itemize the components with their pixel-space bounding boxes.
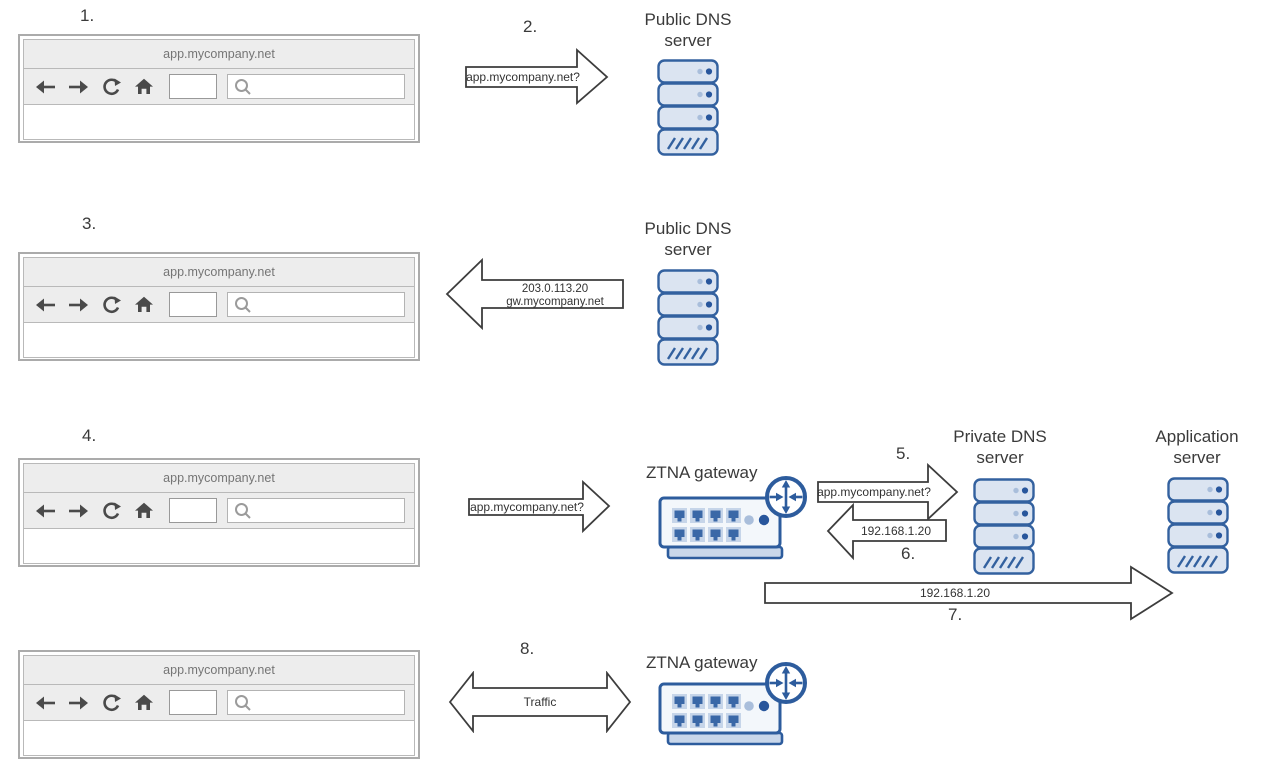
- svg-text:192.168.1.20: 192.168.1.20: [861, 524, 931, 538]
- browser-title-bar: app.mycompany.net: [23, 655, 415, 685]
- status-led: [758, 700, 770, 712]
- browser-small-input[interactable]: [169, 292, 217, 317]
- svg-text:app.mycompany.net?: app.mycompany.net?: [817, 485, 931, 499]
- svg-text:203.0.113.20: 203.0.113.20: [522, 283, 588, 295]
- forward-icon[interactable]: [66, 695, 90, 711]
- search-icon: [235, 296, 251, 313]
- arrow-step4-gateway-query: app.mycompany.net?: [468, 480, 611, 534]
- browser-window-3: app.mycompany.net: [18, 458, 420, 567]
- ethernet-ports: [672, 508, 741, 542]
- browser-toolbar: [23, 685, 415, 721]
- browser-small-input[interactable]: [169, 74, 217, 99]
- step-label-5: 5.: [896, 444, 911, 463]
- search-icon: [235, 78, 251, 95]
- step-label-3: 3.: [82, 214, 97, 233]
- step-label-6: 6.: [901, 544, 916, 563]
- step-label-7: 7.: [948, 605, 963, 624]
- browser-small-input[interactable]: [169, 498, 217, 523]
- browser-content-area: [23, 529, 415, 564]
- svg-text:192.168.1.20: 192.168.1.20: [920, 586, 990, 600]
- browser-window-4: app.mycompany.net: [18, 650, 420, 759]
- switch-icon: [658, 476, 807, 560]
- home-icon[interactable]: [132, 78, 156, 95]
- arrow-step3-dns-reply: 203.0.113.20 gw.mycompany.net: [445, 258, 624, 330]
- browser-title-bar: app.mycompany.net: [23, 39, 415, 69]
- status-led: [758, 514, 770, 526]
- ztna-gateway-title: ZTNA gateway: [646, 463, 758, 482]
- server-icon: [973, 478, 1035, 575]
- reload-icon[interactable]: [99, 693, 123, 712]
- browser-content-area: [23, 323, 415, 358]
- step-label-4: 4.: [82, 426, 97, 445]
- browser-search-input[interactable]: [227, 292, 405, 317]
- back-icon[interactable]: [33, 297, 57, 313]
- browser-title-bar: app.mycompany.net: [23, 463, 415, 493]
- browser-search-input[interactable]: [227, 498, 405, 523]
- forward-icon[interactable]: [66, 79, 90, 95]
- router-icon: [765, 662, 807, 704]
- arrow-step2-dns-query: app.mycompany.net?: [465, 47, 609, 105]
- home-icon[interactable]: [132, 694, 156, 711]
- browser-address-text: app.mycompany.net: [163, 471, 275, 485]
- home-icon[interactable]: [132, 296, 156, 313]
- browser-toolbar: [23, 69, 415, 105]
- svg-text:app.mycompany.net?: app.mycompany.net?: [466, 70, 580, 84]
- search-icon: [235, 694, 251, 711]
- status-led: [744, 701, 754, 711]
- svg-text:Traffic: Traffic: [524, 695, 557, 709]
- search-icon: [235, 502, 251, 519]
- server-icon: [657, 269, 719, 366]
- browser-address-text: app.mycompany.net: [163, 47, 275, 61]
- reload-icon[interactable]: [99, 77, 123, 96]
- step-label-8: 8.: [520, 639, 535, 658]
- ztna-gateway-title: ZTNA gateway: [646, 653, 758, 672]
- ethernet-ports: [672, 694, 741, 728]
- public-dns-server-title: Public DNS server: [644, 10, 732, 50]
- arrow-step8-traffic: Traffic: [448, 671, 632, 733]
- back-icon[interactable]: [33, 503, 57, 519]
- browser-title-bar: app.mycompany.net: [23, 257, 415, 287]
- browser-window-2: app.mycompany.net: [18, 252, 420, 361]
- status-led: [744, 515, 754, 525]
- router-icon: [765, 476, 807, 518]
- arrow-step5-private-dns-query: app.mycompany.net?: [817, 463, 959, 522]
- browser-content-area: [23, 721, 415, 756]
- server-icon: [657, 59, 719, 156]
- arrow-step7-to-app-server: 192.168.1.20: [764, 565, 1174, 621]
- browser-address-text: app.mycompany.net: [163, 265, 275, 279]
- browser-toolbar: [23, 493, 415, 529]
- switch-icon: [658, 662, 807, 746]
- browser-toolbar: [23, 287, 415, 323]
- public-dns-server-title: Public DNS server: [644, 219, 732, 259]
- browser-search-input[interactable]: [227, 74, 405, 99]
- browser-search-input[interactable]: [227, 690, 405, 715]
- browser-content-area: [23, 105, 415, 140]
- browser-address-text: app.mycompany.net: [163, 663, 275, 677]
- forward-icon[interactable]: [66, 297, 90, 313]
- private-dns-server-title: Private DNS server: [953, 427, 1047, 467]
- step-label-2: 2.: [523, 17, 538, 36]
- back-icon[interactable]: [33, 695, 57, 711]
- arrow-step6-private-dns-reply: 192.168.1.20: [826, 503, 947, 561]
- reload-icon[interactable]: [99, 501, 123, 520]
- svg-text:gw.mycompany.net: gw.mycompany.net: [506, 296, 604, 308]
- forward-icon[interactable]: [66, 503, 90, 519]
- browser-small-input[interactable]: [169, 690, 217, 715]
- browser-window-1: app.mycompany.net: [18, 34, 420, 143]
- back-icon[interactable]: [33, 79, 57, 95]
- reload-icon[interactable]: [99, 295, 123, 314]
- svg-text:app.mycompany.net?: app.mycompany.net?: [470, 500, 584, 514]
- step-label-1: 1.: [80, 6, 95, 25]
- server-icon: [1167, 477, 1229, 574]
- home-icon[interactable]: [132, 502, 156, 519]
- application-server-title: Application server: [1155, 427, 1239, 467]
